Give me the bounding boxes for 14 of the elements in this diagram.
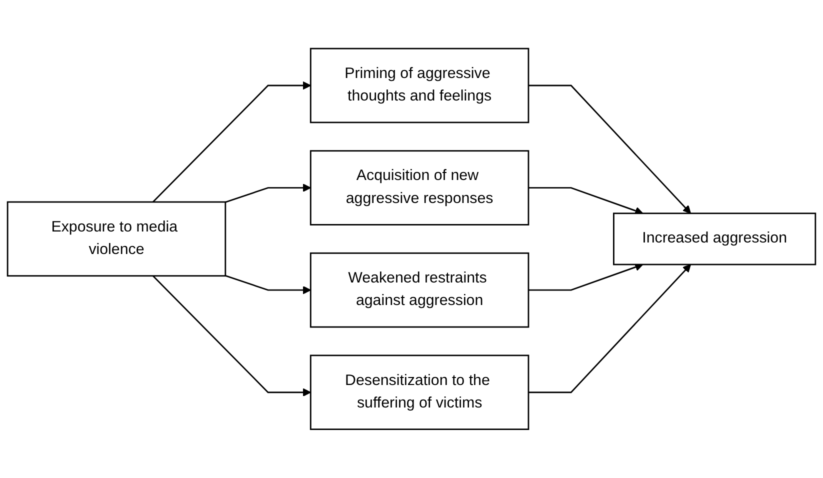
arrow — [528, 263, 644, 291]
arrow — [225, 184, 312, 203]
arrow — [528, 84, 692, 214]
arrow — [528, 264, 692, 394]
node-box: Increased aggression — [613, 212, 816, 266]
arrow — [152, 81, 312, 203]
arrow — [528, 187, 644, 215]
node-box: Weakened restraints against aggression — [310, 252, 530, 328]
node-box: Exposure to media violence — [6, 201, 226, 277]
node-box: Priming of aggressive thoughts and feelings — [310, 48, 530, 124]
node-box: Acquisition of new aggressive responses — [310, 150, 530, 226]
arrow — [152, 275, 312, 397]
node-box: Desensitization to the suffering of victims — [310, 354, 530, 430]
arrow — [225, 275, 312, 294]
